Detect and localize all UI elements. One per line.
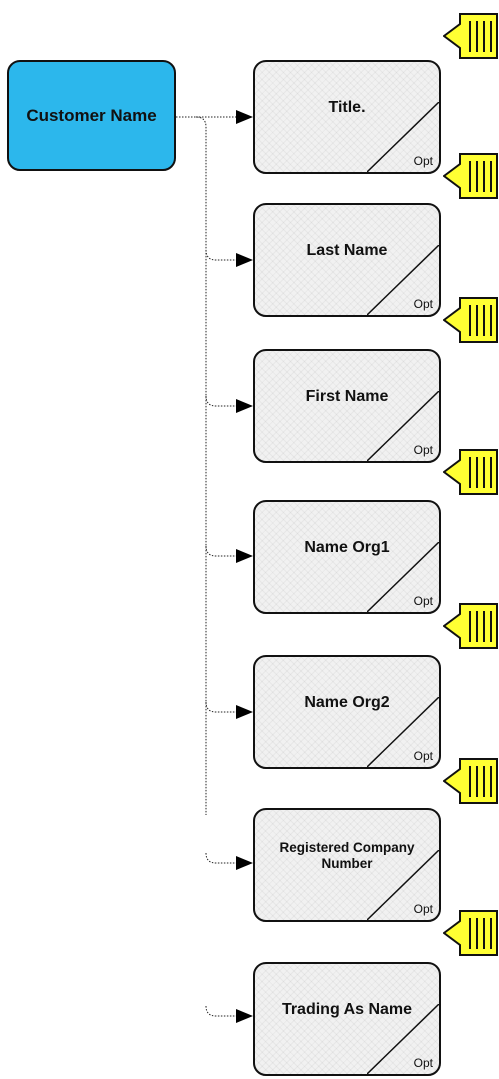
arrowhead-2	[236, 253, 253, 267]
child-node-label: First Name	[305, 388, 389, 406]
opt-corner-divider	[367, 697, 439, 767]
opt-tag: Opt	[413, 154, 433, 168]
connector-5	[205, 701, 236, 713]
opt-tag: Opt	[413, 1056, 433, 1070]
arrowhead-5	[236, 705, 253, 719]
child-node-title[interactable]: Title. Opt	[253, 60, 441, 174]
opt-corner-divider	[367, 391, 439, 461]
child-node-label: Title.	[328, 99, 366, 117]
opt-corner-divider	[367, 1004, 439, 1074]
connector-3	[205, 395, 236, 407]
yellow-comb-icon	[443, 758, 498, 804]
arrowhead-4	[236, 549, 253, 563]
child-node-first-name[interactable]: First Name Opt	[253, 349, 441, 463]
connector-7	[205, 1005, 236, 1017]
opt-tag: Opt	[413, 902, 433, 916]
opt-corner-divider	[367, 542, 439, 612]
connector-6	[205, 852, 236, 864]
arrowhead-3	[236, 399, 253, 413]
connector-2	[205, 249, 236, 261]
root-node-label: Customer Name	[26, 105, 157, 125]
yellow-comb-icon	[443, 297, 498, 343]
trunk-line	[176, 116, 207, 815]
opt-tag: Opt	[413, 443, 433, 457]
yellow-comb-icon	[443, 153, 498, 199]
arrowhead-6	[236, 856, 253, 870]
yellow-comb-icon	[443, 603, 498, 649]
yellow-comb-icon	[443, 13, 498, 59]
arrowhead-7	[236, 1009, 253, 1023]
child-node-label: Name Org1	[304, 539, 390, 557]
child-node-registered-company-number[interactable]: Registered Company Number Opt	[253, 808, 441, 922]
child-node-label: Name Org2	[304, 694, 390, 712]
root-node-customer-name[interactable]: Customer Name	[7, 60, 176, 171]
opt-tag: Opt	[413, 749, 433, 763]
child-node-name-org2[interactable]: Name Org2 Opt	[253, 655, 441, 769]
arrowhead-1	[236, 110, 253, 124]
opt-corner-divider	[367, 102, 439, 172]
child-node-last-name[interactable]: Last Name Opt	[253, 203, 441, 317]
connector-4	[205, 545, 236, 557]
yellow-comb-icon	[443, 910, 498, 956]
yellow-comb-icon	[443, 449, 498, 495]
child-node-name-org1[interactable]: Name Org1 Opt	[253, 500, 441, 614]
child-node-trading-as-name[interactable]: Trading As Name Opt	[253, 962, 441, 1076]
child-node-label: Last Name	[306, 242, 388, 260]
child-node-label: Registered Company Number	[279, 839, 415, 871]
child-node-label: Trading As Name	[281, 1001, 413, 1019]
opt-tag: Opt	[413, 297, 433, 311]
opt-corner-divider	[367, 850, 439, 920]
opt-corner-divider	[367, 245, 439, 315]
opt-tag: Opt	[413, 594, 433, 608]
